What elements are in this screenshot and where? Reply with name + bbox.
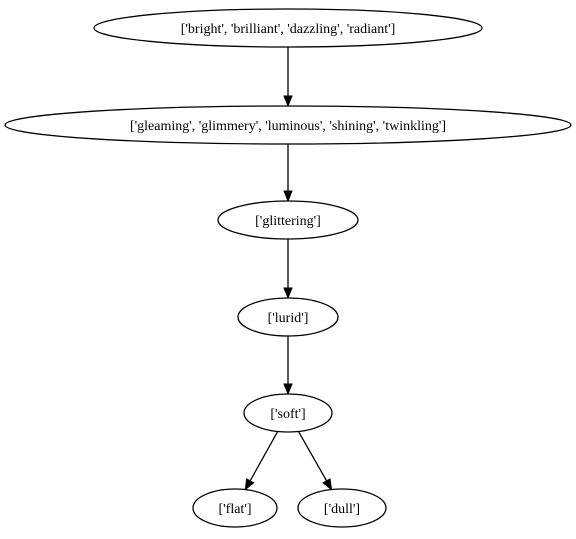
arrowhead-n2-n3	[283, 190, 293, 203]
arrowhead-n3-n4	[283, 287, 293, 300]
arrowhead-n5-n6	[244, 478, 255, 491]
edge-n5-n6	[249, 431, 279, 482]
node-ellipse	[4, 105, 572, 145]
node-label: ['lurid']	[268, 311, 309, 326]
node-ellipse	[192, 488, 278, 528]
node-ellipse	[243, 393, 333, 433]
edges-layer	[244, 47, 333, 491]
node-label: ['bright', 'brilliant', 'dazzling', 'rad…	[181, 22, 396, 37]
arrowhead-n1-n2	[283, 95, 293, 108]
node-n7: ['dull']	[297, 488, 387, 528]
node-label: ['soft']	[270, 407, 305, 422]
node-ellipse	[237, 297, 339, 337]
edge-n5-n7	[297, 431, 328, 482]
node-n3: ['glittering']	[217, 200, 359, 240]
node-n5: ['soft']	[243, 393, 333, 433]
node-n2: ['gleaming', 'glimmery', 'luminous', 'sh…	[4, 105, 572, 145]
arrowhead-n4-n5	[283, 383, 293, 396]
node-ellipse	[297, 488, 387, 528]
node-label: ['flat']	[218, 502, 251, 517]
node-ellipse	[217, 200, 359, 240]
node-label: ['glittering']	[255, 214, 321, 229]
node-n1: ['bright', 'brilliant', 'dazzling', 'rad…	[93, 8, 483, 48]
node-n6: ['flat']	[192, 488, 278, 528]
node-label: ['dull']	[324, 502, 360, 517]
node-label: ['gleaming', 'glimmery', 'luminous', 'sh…	[130, 119, 446, 134]
node-ellipse	[93, 8, 483, 48]
arrowhead-n5-n7	[322, 478, 333, 491]
nodes-layer: ['bright', 'brilliant', 'dazzling', 'rad…	[4, 8, 572, 528]
node-n4: ['lurid']	[237, 297, 339, 337]
